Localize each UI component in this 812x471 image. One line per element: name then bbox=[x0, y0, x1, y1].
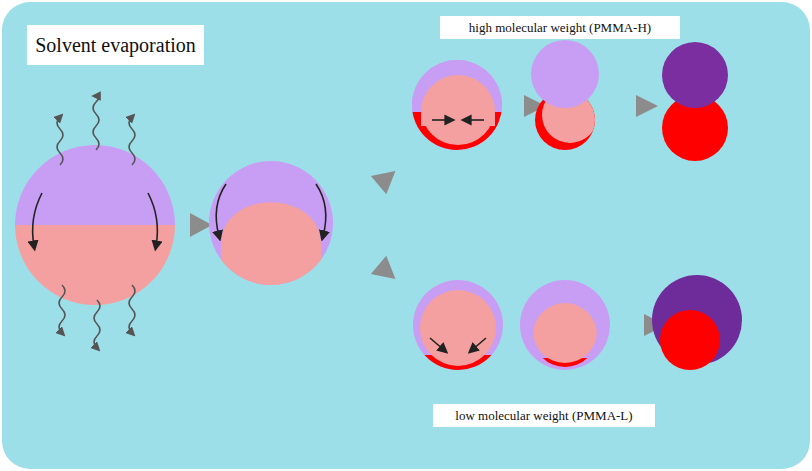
droplet-low-mw bbox=[410, 275, 742, 375]
droplet-intermediate bbox=[209, 161, 333, 290]
label-text: Solvent evaporation bbox=[35, 34, 196, 57]
droplet-initial bbox=[10, 96, 180, 348]
condition-label: low molecular weight (PMMA-L) bbox=[433, 404, 655, 427]
process-label: Solvent evaporation bbox=[27, 25, 204, 65]
label-text: low molecular weight (PMMA-L) bbox=[455, 408, 632, 424]
droplet-high-mw bbox=[410, 40, 728, 161]
label-text: high molecular weight (PMMA-H) bbox=[469, 20, 651, 36]
condition-label: high molecular weight (PMMA-H) bbox=[440, 16, 680, 39]
